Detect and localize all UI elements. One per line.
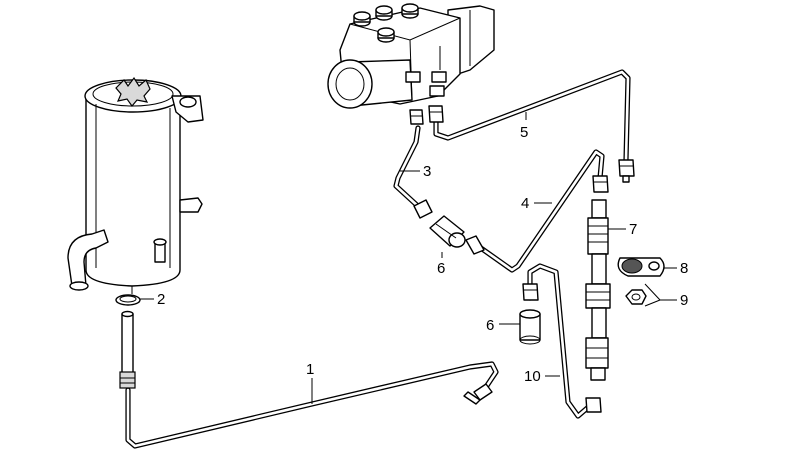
- brake-line-1: [119, 310, 499, 449]
- brake-line-10: [522, 263, 602, 419]
- callout-7: 7: [629, 221, 637, 238]
- brake-line-4: [465, 149, 609, 273]
- hydraulic-control-unit: [327, 3, 495, 109]
- callout-9: 9: [680, 292, 688, 309]
- pipe-clip: [617, 257, 665, 277]
- callout-1: 1: [306, 361, 314, 378]
- callout-labels: 1 2 3 4 5 6 6 7 8 9 10: [140, 112, 688, 404]
- callout-5: 5: [520, 124, 528, 141]
- callout-8: 8: [680, 260, 688, 277]
- callout-4: 4: [521, 195, 529, 212]
- callout-3: 3: [423, 163, 431, 180]
- union-connector-6-upper: [429, 215, 466, 248]
- fluid-reservoir: [67, 76, 204, 294]
- callout-6-upper: 6: [437, 260, 445, 277]
- callout-10: 10: [524, 368, 541, 385]
- callout-6-lower: 6: [486, 317, 494, 334]
- callout-2: 2: [157, 291, 165, 308]
- hose-clamp: [115, 294, 141, 306]
- union-connector-6-lower: [519, 309, 541, 345]
- flexible-hose-7: [585, 199, 611, 381]
- brake-line-3: [393, 109, 433, 219]
- hex-nut: [625, 289, 647, 305]
- brake-line-5: [428, 69, 635, 183]
